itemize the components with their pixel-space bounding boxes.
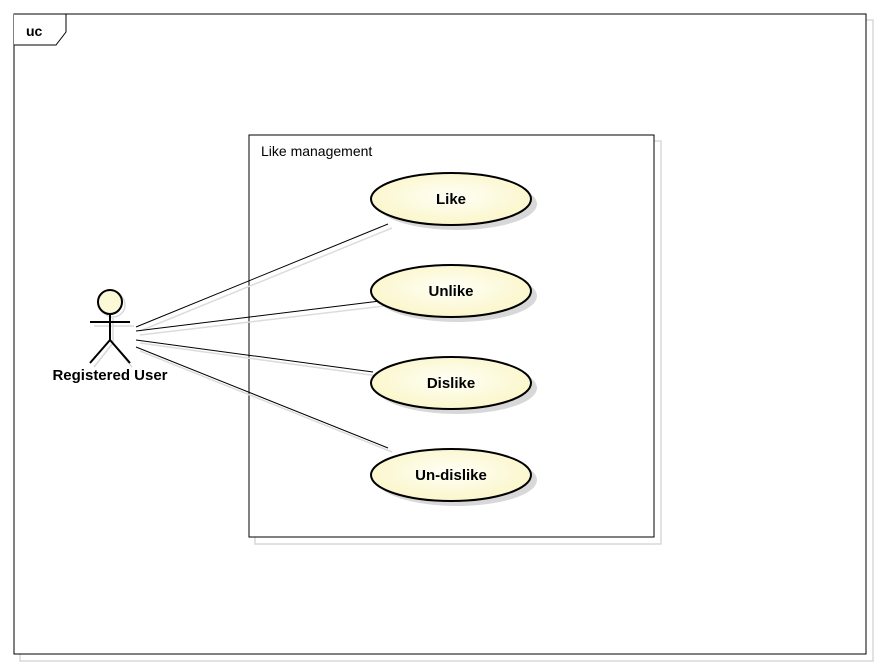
actor-head bbox=[97, 289, 123, 315]
association-shadows bbox=[139, 227, 393, 453]
association-unlike bbox=[135, 300, 381, 332]
association-dislike bbox=[135, 339, 374, 373]
use-case-label: Like bbox=[436, 191, 466, 208]
diagram-frame: uc bbox=[13, 13, 874, 662]
use-case-un-dislike[interactable]: Un-dislike bbox=[370, 448, 537, 506]
use-case-dislike[interactable]: Dislike bbox=[370, 356, 537, 414]
frame-label: uc bbox=[26, 23, 43, 39]
associations bbox=[135, 223, 389, 449]
association-like bbox=[135, 223, 389, 328]
use-case-unlike[interactable]: Unlike bbox=[370, 264, 537, 322]
actor-name: Registered User bbox=[52, 367, 167, 384]
use-case-label: Unlike bbox=[428, 283, 473, 300]
system-label: Like management bbox=[261, 143, 372, 159]
actor-registered-user: Registered User bbox=[52, 289, 168, 384]
use-case-label: Un-dislike bbox=[415, 467, 487, 484]
use-case-like[interactable]: Like bbox=[370, 172, 537, 230]
actor-figure bbox=[89, 289, 134, 368]
use-case-label: Dislike bbox=[427, 375, 475, 392]
association-un-dislike bbox=[135, 346, 389, 449]
